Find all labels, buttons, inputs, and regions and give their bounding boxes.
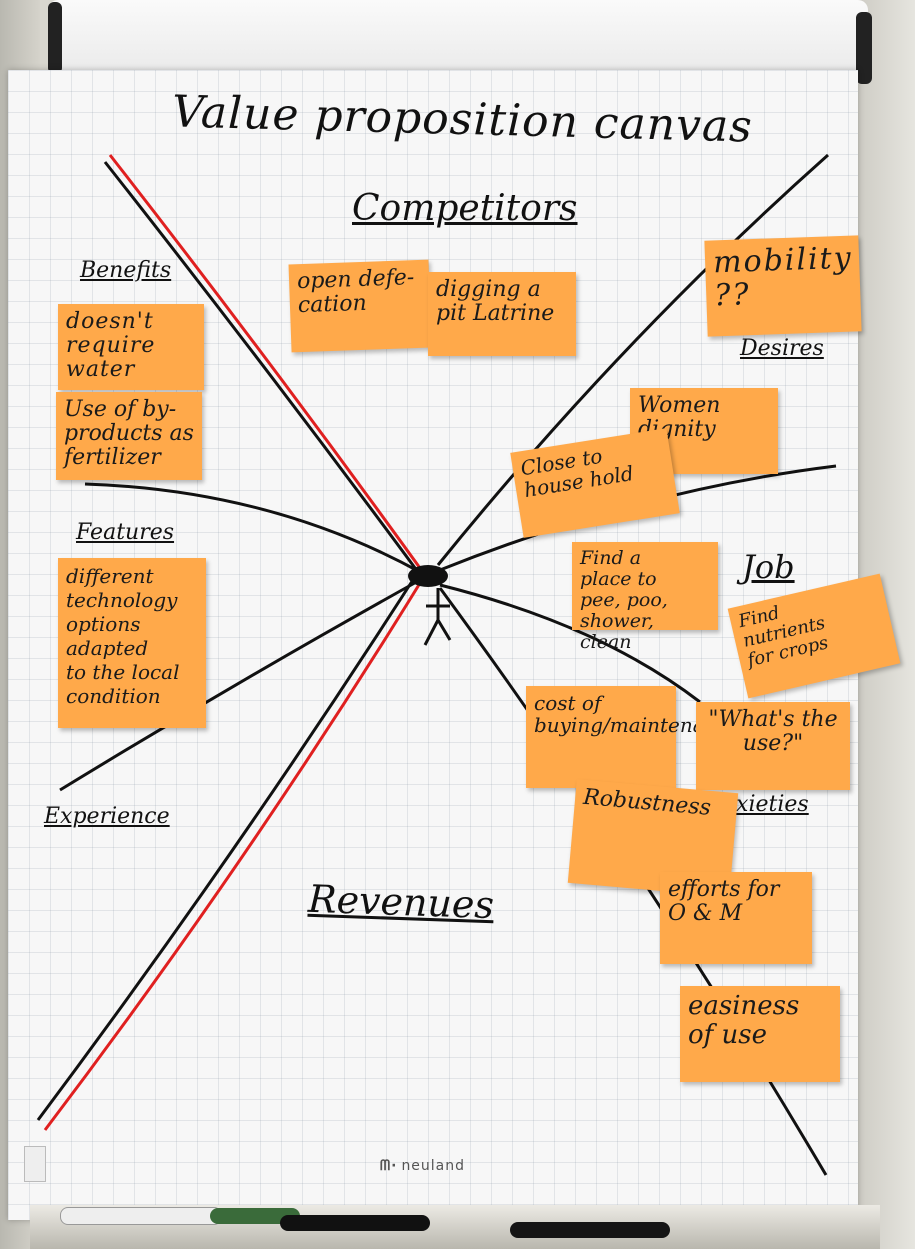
competitors-heading: Competitors xyxy=(352,188,578,229)
center-node xyxy=(408,565,448,587)
benefits-heading: Benefits xyxy=(80,258,172,283)
sticky-no-water: doesn't require water xyxy=(58,304,204,390)
red-diagonal-line xyxy=(43,154,427,1131)
sticky-whats-the-use: "What's the use?" xyxy=(696,702,850,790)
sticky-mobility: mobility ?? xyxy=(704,235,862,337)
black-diagonal-left xyxy=(36,161,420,1121)
revenues-heading: Revenues xyxy=(307,876,495,928)
experience-heading: Experience xyxy=(44,804,170,829)
black-diagonal-right-upper xyxy=(436,153,829,566)
black-marker xyxy=(280,1215,430,1231)
black-marker-2 xyxy=(510,1222,670,1238)
stick-figure xyxy=(423,588,452,646)
sticky-open-defecation: open defe- cation xyxy=(288,259,432,353)
white-marker xyxy=(60,1207,222,1225)
easel-clip-right xyxy=(856,12,872,84)
neuland-logo: ᗰ·neuland xyxy=(380,1158,465,1174)
sticky-efforts: efforts for O & M xyxy=(660,872,812,964)
left-lower-line xyxy=(59,578,421,792)
sticky-technology-options: different technology options adapted to … xyxy=(58,558,206,728)
sticky-find-place: Find a place to pee, poo, shower, clean xyxy=(572,542,718,652)
desires-heading: Desires xyxy=(740,336,824,361)
fsc-icon xyxy=(24,1146,46,1182)
sticky-fertilizer: Use of by- products as fertilizer xyxy=(56,392,202,480)
left-upper-line xyxy=(84,482,421,574)
easel-header xyxy=(48,0,868,80)
sticky-cost: cost of buying/maintenance xyxy=(526,686,741,788)
sticky-digging-pit: digging a pit Latrine xyxy=(428,272,576,356)
job-heading: Job xyxy=(742,548,795,586)
green-marker xyxy=(210,1208,300,1224)
features-heading: Features xyxy=(76,520,175,545)
sticky-easiness: easiness of use xyxy=(680,986,840,1082)
right-lower-line xyxy=(439,583,701,704)
neuland-logo-mark: ᗰ· xyxy=(380,1158,398,1174)
neuland-logo-text: neuland xyxy=(401,1158,466,1174)
easel-clip-left xyxy=(48,2,62,74)
